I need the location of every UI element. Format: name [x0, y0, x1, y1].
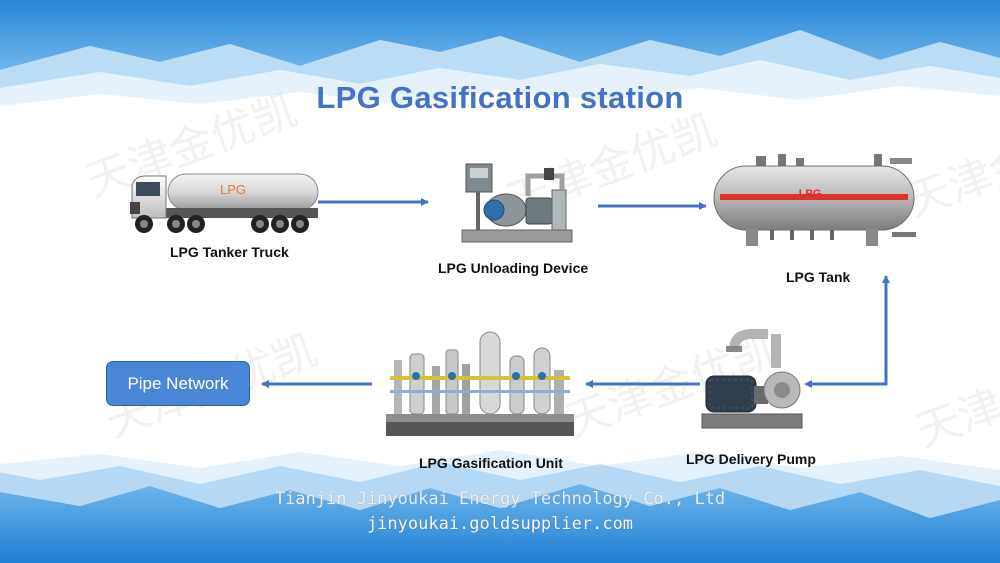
tanker-truck-node: LPG	[128, 168, 320, 236]
unloading-device-node	[458, 160, 576, 248]
arrow-pump-to-tank	[804, 275, 890, 388]
footer-website: jinyoukai.goldsupplier.com	[366, 514, 634, 534]
lpg-tank-icon: LPG	[713, 154, 916, 246]
lpg-tank-node: LPG	[706, 152, 920, 252]
delivery-pump-icon	[701, 329, 803, 429]
page-title: LPG Gasification station	[316, 80, 684, 115]
tank-lpg-text: LPG	[799, 188, 822, 200]
gasification-unit-icon	[386, 331, 574, 436]
pipe-network-label: Pipe Network	[127, 373, 229, 393]
delivery-pump-node	[696, 328, 808, 432]
truck-lpg-text: LPG	[220, 182, 246, 197]
lpg-tank-label: LPG Tank	[786, 269, 851, 285]
tanker-truck-icon: LPG	[130, 173, 319, 233]
footer-company: Tianjin Jinyoukai Energy Technology Co.,…	[274, 489, 726, 509]
unloading-device-icon	[461, 163, 573, 243]
gasification-unit-node	[384, 330, 576, 438]
pipe-network-box: Pipe Network	[106, 361, 250, 406]
unloading-device-label: LPG Unloading Device	[438, 260, 589, 276]
gasification-unit-label: LPG Gasification Unit	[419, 455, 563, 471]
delivery-pump-label: LPG Delivery Pump	[686, 451, 816, 467]
tanker-truck-label: LPG Tanker Truck	[170, 244, 289, 260]
